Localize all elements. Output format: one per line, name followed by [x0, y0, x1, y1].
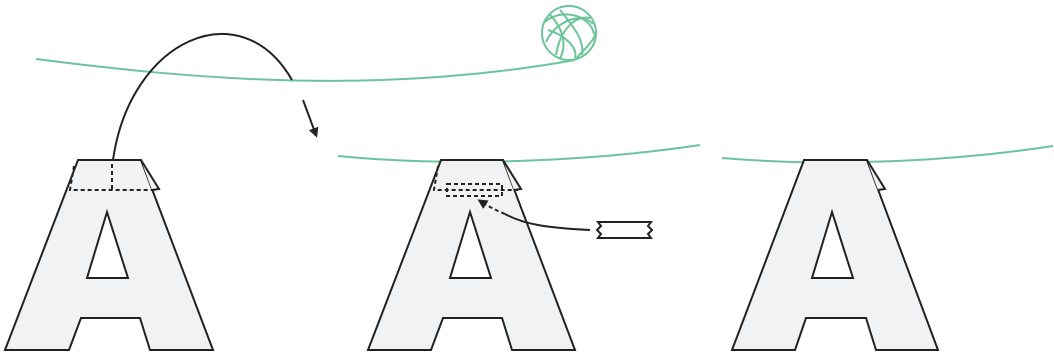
step-2 — [338, 145, 700, 350]
yarn-strand-3 — [722, 146, 1053, 162]
throw-arrow-tail — [303, 100, 316, 135]
tape-piece — [597, 222, 652, 238]
letter-a-1 — [5, 160, 213, 350]
step-3 — [722, 146, 1053, 350]
letter-a-3 — [732, 160, 938, 350]
throw-arrow — [113, 34, 292, 160]
yarn-ball — [542, 6, 596, 60]
yarn-strand-1 — [36, 59, 575, 81]
letter-a-2 — [368, 160, 575, 350]
yarn-strand-2 — [338, 145, 700, 162]
